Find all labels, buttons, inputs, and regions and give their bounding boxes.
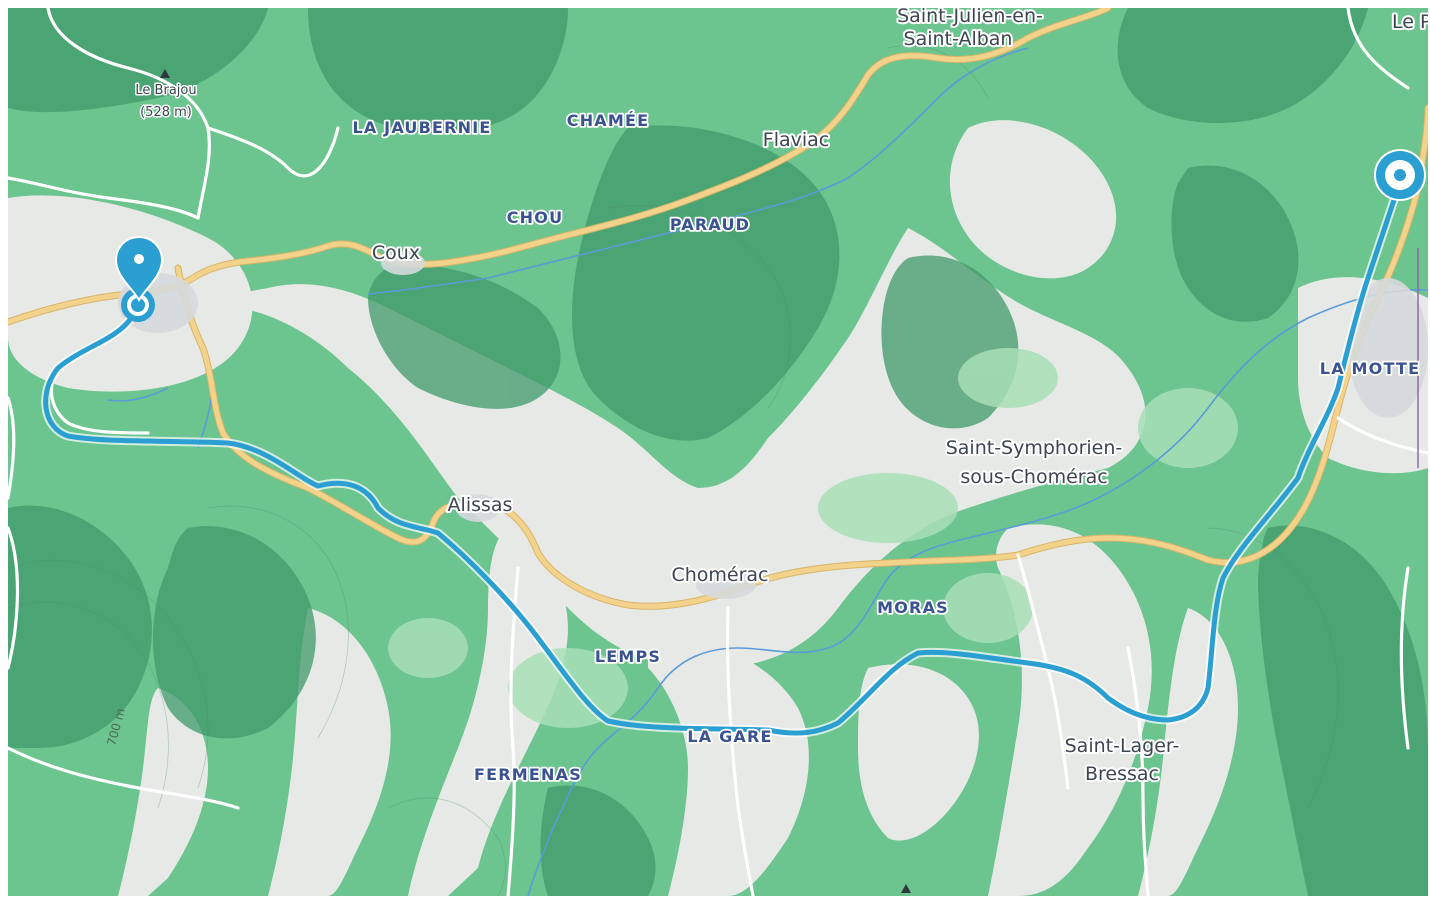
town-label: Saint-Alban xyxy=(904,28,1013,50)
town-label: Coux xyxy=(372,242,420,264)
hamlet-label: LA MOTTE xyxy=(1320,359,1420,378)
peak-markers xyxy=(160,69,911,893)
mountain-icon xyxy=(901,884,911,893)
route-start-marker[interactable] xyxy=(114,235,164,322)
route-line[interactable] xyxy=(43,185,1401,736)
route-end-marker[interactable] xyxy=(1374,149,1426,201)
location-pin-icon xyxy=(114,235,164,302)
town-label: Saint-Lager- xyxy=(1065,735,1180,757)
peak-label: (528 m) xyxy=(140,105,192,120)
main-roads xyxy=(8,8,1428,610)
town-label: Le P xyxy=(1392,11,1428,33)
hamlet-label: CHAMÉE xyxy=(567,111,650,130)
town-label: Flaviac xyxy=(763,129,829,151)
hamlet-label: LA GARE xyxy=(687,727,772,746)
town-label: Saint-Symphorien- xyxy=(946,437,1123,459)
town-labels: Saint-Julien-en- Saint-Alban Flaviac Cou… xyxy=(370,8,1428,787)
map-canvas[interactable]: Saint-Julien-en- Saint-Alban Flaviac Cou… xyxy=(8,8,1428,896)
town-label: Saint-Julien-en- xyxy=(897,8,1043,27)
peak-labels: Le Brajou (528 m) xyxy=(134,82,198,122)
hamlet-labels: LA JAUBERNIE CHAMÉE CHOU PARAUD LA MOTTE… xyxy=(351,109,1421,786)
hamlet-label: MORAS xyxy=(877,598,949,617)
minor-roads xyxy=(8,8,1428,896)
hamlet-label: LEMPS xyxy=(595,647,661,666)
mountain-icon xyxy=(160,69,170,78)
hamlet-label: PARAUD xyxy=(670,215,750,234)
town-label: Chomérac xyxy=(671,564,768,586)
hamlet-label: LA JAUBERNIE xyxy=(352,118,491,137)
hamlet-label: FERMENAS xyxy=(474,765,582,784)
town-label: Alissas xyxy=(448,494,513,516)
town-label: Bressac xyxy=(1085,763,1159,785)
town-label: sous-Chomérac xyxy=(960,466,1107,488)
hamlet-label: CHOU xyxy=(507,208,564,227)
peak-label: Le Brajou xyxy=(135,83,196,98)
dense-forest xyxy=(8,8,1428,896)
